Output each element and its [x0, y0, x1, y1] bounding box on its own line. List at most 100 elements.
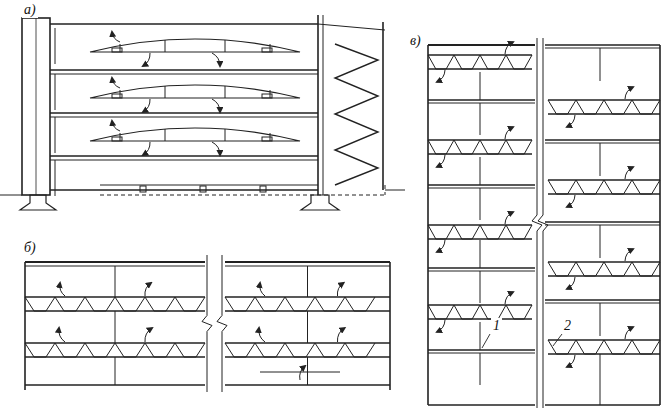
- structure-line: [545, 225, 660, 226]
- truss-web: [548, 262, 660, 276]
- structure-line: [553, 334, 562, 346]
- structure-line: [50, 155, 318, 157]
- air-flow-arrow: [505, 292, 513, 304]
- callout-number: 2: [562, 318, 573, 334]
- structure-block: [22, 18, 50, 195]
- arch-truss: [90, 85, 300, 98]
- structure-line: [428, 349, 535, 351]
- structure-line: [382, 22, 384, 190]
- air-flow-arrow: [505, 127, 513, 139]
- structure-line: [545, 44, 660, 46]
- air-flow-arrow: [567, 195, 575, 207]
- structure-line: [225, 261, 390, 263]
- air-flow-arrow: [112, 32, 120, 42]
- drawing-lines: [0, 15, 660, 408]
- air-flow-arrow: [259, 328, 265, 342]
- foundation: [20, 195, 56, 210]
- arch-truss: [90, 39, 300, 52]
- callout-number: 1: [491, 318, 502, 334]
- structure-line: [480, 353, 481, 385]
- air-flow-arrow: [60, 283, 65, 296]
- truss-web: [225, 297, 375, 311]
- structure-block: [140, 186, 146, 192]
- structure-line: [50, 189, 318, 191]
- structure-block: [260, 186, 266, 192]
- structure-line: [25, 261, 205, 263]
- structure-line: [50, 23, 318, 25]
- structure-block: [112, 94, 122, 98]
- structure-line: [545, 299, 660, 301]
- structure-block: [262, 48, 272, 52]
- air-flow-arrow: [625, 167, 633, 179]
- air-flow-arrow: [437, 240, 445, 252]
- structure-line: [165, 40, 166, 52]
- structure-line: [428, 271, 535, 272]
- structure-line: [318, 24, 385, 30]
- break-line: [202, 255, 212, 392]
- structure-line: [323, 15, 324, 195]
- structure-line: [100, 185, 318, 186]
- air-flow-arrow: [212, 53, 220, 66]
- air-flow-arrow: [112, 78, 120, 88]
- structure-line: [50, 69, 318, 71]
- structure-line: [600, 354, 601, 405]
- air-flow-arrow: [437, 320, 445, 332]
- air-flow-arrow: [337, 283, 343, 296]
- structure-line: [428, 44, 535, 46]
- structure-line: [480, 271, 481, 303]
- structure-line: [36, 18, 37, 195]
- panel-letter: в): [408, 33, 423, 49]
- structure-line: [545, 139, 660, 141]
- structure-block: [112, 48, 122, 52]
- air-flow-arrow: [300, 366, 305, 380]
- structure-line: [545, 221, 660, 223]
- truss-web: [548, 100, 660, 114]
- structure-line: [480, 103, 481, 135]
- structure-line: [55, 28, 56, 64]
- structure-line: [428, 267, 535, 269]
- structure-block: [112, 137, 122, 141]
- structure-line: [100, 195, 385, 196]
- structure-line: [480, 322, 481, 350]
- structure-block: [262, 94, 272, 98]
- structure-line: [317, 15, 319, 195]
- structure-line: [428, 99, 535, 101]
- air-flow-arrow: [625, 327, 633, 339]
- structure-line: [24, 262, 26, 390]
- structure-line: [480, 72, 481, 100]
- structure-line: [55, 74, 56, 110]
- air-flow-arrow: [112, 121, 120, 131]
- air-flow-arrow: [505, 42, 513, 54]
- air-flow-arrow: [625, 249, 633, 261]
- air-flow-arrow: [260, 283, 265, 296]
- air-flow-arrow: [625, 87, 633, 99]
- structure-line: [545, 143, 660, 144]
- structure-line: [115, 266, 116, 297]
- structure-line: [428, 404, 535, 406]
- truss-web: [428, 140, 532, 154]
- structure-line: [115, 311, 116, 343]
- structure-line: [545, 303, 660, 304]
- break-line: [538, 38, 548, 408]
- truss-web: [25, 343, 205, 357]
- structure-line: [55, 117, 56, 153]
- structure-line: [480, 157, 481, 185]
- panel-letter: б): [22, 240, 38, 256]
- structure-line: [480, 240, 481, 268]
- structure-line: [545, 404, 660, 406]
- structure-line: [545, 48, 660, 49]
- truss-web: [428, 55, 532, 69]
- stair-flight: [335, 44, 378, 185]
- truss-web: [428, 225, 532, 239]
- structure-line: [50, 117, 318, 118]
- structure-line: [307, 266, 308, 297]
- air-flow-arrow: [212, 142, 220, 155]
- panel-letter: а): [22, 2, 38, 18]
- air-flow-arrow: [145, 328, 152, 342]
- air-flow-arrow: [567, 115, 575, 127]
- air-flow-arrow: [59, 328, 65, 342]
- air-flow-arrow: [143, 99, 150, 112]
- structure-block: [262, 137, 272, 141]
- break-line: [217, 255, 227, 392]
- structure-line: [165, 129, 166, 141]
